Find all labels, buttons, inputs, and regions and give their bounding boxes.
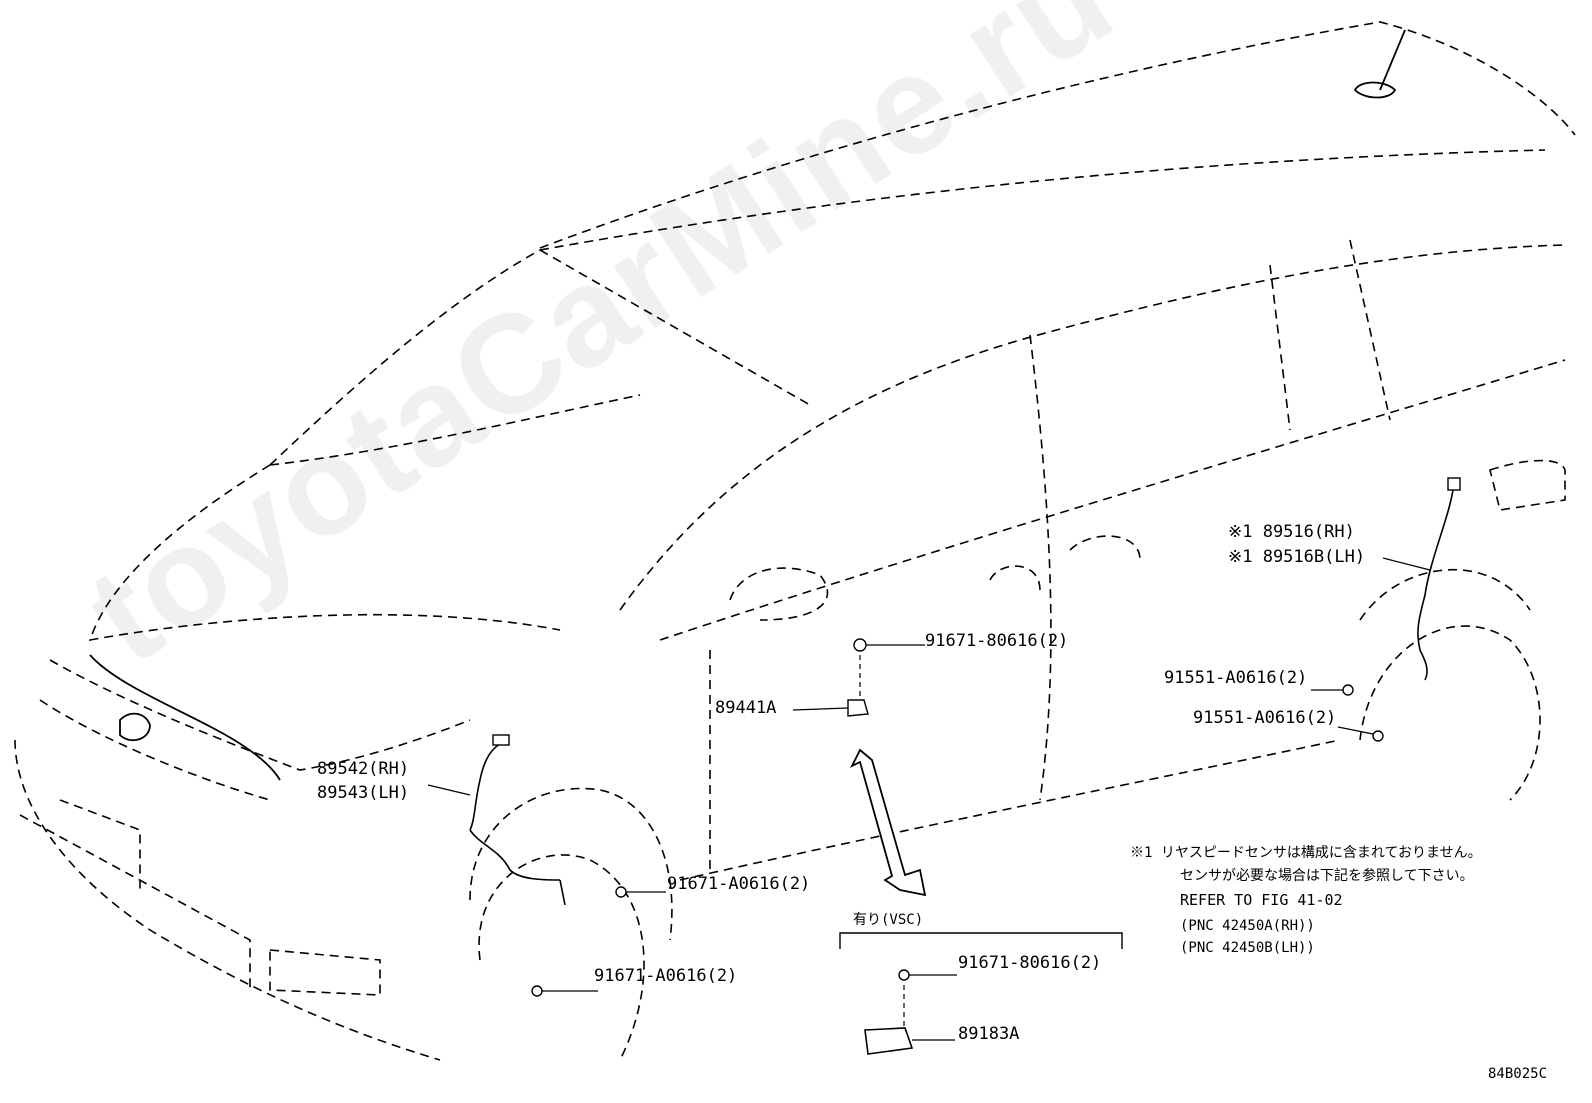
note-line-5: (PNC 42450B(LH)) [1180,940,1315,956]
bolt-icon-front-2 [531,985,543,997]
front-connector [492,734,510,746]
rear-harness [1417,489,1454,651]
bumper-grille [19,814,251,990]
door-handle-2 [1069,535,1141,561]
emblem [119,712,151,742]
windshield-edge [539,249,811,406]
rear-sensor-harness [1417,489,1454,681]
hood [88,464,561,642]
rocker-line [679,739,1341,881]
bolt-icon-front-1 [615,886,627,898]
fuel-door [1489,459,1566,511]
car-body-outline [14,21,1576,1061]
solid-outlines [89,29,1406,781]
location-arrow-icon [849,748,927,897]
note-line-3: REFER TO FIG 41-02 [1180,891,1343,909]
figure-id: 84B025C [1488,1066,1547,1082]
bolt-icon-vsc [898,969,910,981]
rear-wheel [1359,625,1541,801]
sensor-89183a-icon [864,1027,914,1055]
rear-pillar [1269,264,1291,431]
label-89516: ※1 89516(RH) [1228,522,1355,542]
front-wheel [478,854,645,1061]
antenna-base [1353,81,1397,99]
bolt-icon-rear-2 [1372,730,1384,742]
note-line-2: センサが必要な場合は下記を参照して下さい。 [1180,867,1474,884]
label-vsc-title: 有り(VSC) [853,912,923,928]
part-labels: ※1 89516(RH) ※1 89516B(LH) 91671-80616(2… [317,522,1365,1044]
window-upper [619,244,1566,611]
label-89542: 89542(RH) [317,759,409,779]
front-sensor-tip [559,879,566,906]
hood-rear [269,394,641,466]
side-mirror [729,567,829,621]
note-line-4: (PNC 42450A(RH)) [1180,918,1315,934]
rear-connector [1447,477,1461,491]
bolts [531,638,1384,997]
rear-harness-tip [1419,649,1428,681]
bolt-icon-mirror [853,638,867,652]
fog-lamp [269,949,381,996]
label-91551-1: 91551-A0616(2) [1164,668,1307,688]
label-91671-a0616-2: 91671-A0616(2) [594,966,737,986]
door-handle-1 [989,565,1041,591]
door-seam [1029,334,1052,801]
sensor-89441a-icon [847,699,869,717]
belt-line [659,359,1566,641]
label-89441a: 89441A [715,698,776,718]
leader-89516 [1382,557,1431,571]
label-91671-80616-vsc: 91671-80616(2) [958,953,1101,973]
roof-side [539,149,1546,251]
rear-pillar-2 [1349,239,1391,421]
footnote: ※1 リヤスピードセンサは構成に含まれておりません。 センサが必要な場合は下記を… [1130,845,1482,956]
leader-89441a [792,707,849,711]
label-89543: 89543(LH) [317,783,409,803]
label-91671-80616-top: 91671-80616(2) [925,631,1068,651]
front-harness-upper [469,741,506,831]
leader-91551-2 [1337,726,1374,735]
note-line-1: ※1 リヤスピードセンサは構成に含まれておりません。 [1130,845,1482,861]
leader-lines [427,557,1431,1041]
plate-area [59,799,141,890]
bolt-icon-rear-1 [1342,684,1354,696]
label-89183a: 89183A [958,1024,1019,1044]
front-harness-mid [469,829,561,881]
leader-89542 [427,784,471,796]
label-91551-2: 91551-A0616(2) [1193,708,1336,728]
antenna-mast [1379,29,1406,91]
vsc-bracket [839,932,1123,949]
front-sensor-harness [469,741,566,906]
label-89516b: ※1 89516B(LH) [1228,547,1365,567]
a-pillar [269,249,541,466]
roof-line [539,21,1576,249]
label-91671-a0616-1: 91671-A0616(2) [667,874,810,894]
grille-mid [39,699,271,801]
rear-arch [1359,568,1531,621]
front-arch [469,787,673,941]
bumper-lower [14,739,441,1061]
headlamp-edge [89,654,281,781]
grille-top [49,659,471,771]
